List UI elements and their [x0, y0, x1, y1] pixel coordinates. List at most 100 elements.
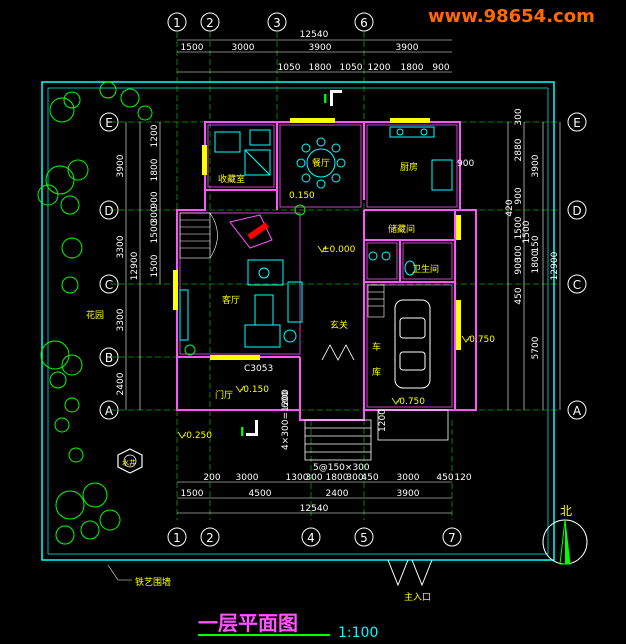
- dimension-text-bottom: 200 3000 1300 300 1800 300 450 3000 450 …: [181, 473, 472, 514]
- dim-left-in-6: 1500: [150, 254, 160, 277]
- grid-left-B: B: [105, 351, 113, 365]
- grid-bubbles-right: E D C A: [567, 112, 587, 420]
- dim-bot-3: 1300: [286, 473, 309, 483]
- foyer-doors: [321, 344, 355, 361]
- kitchen-counter: [389, 126, 453, 191]
- site-boundary-inner: [47, 87, 549, 555]
- dim-right-in-8: 1800: [531, 250, 541, 273]
- dim-bot2-4: 3900: [397, 489, 420, 499]
- dim-left-in-2: 1800: [150, 158, 160, 181]
- level-m0750b: -0.750: [396, 397, 425, 407]
- dim-top2-4: 1200: [368, 63, 391, 73]
- misc-steps-dim: 4×300=1200: [281, 389, 291, 450]
- level-triangles: [177, 245, 471, 439]
- room-garden: 花园: [86, 309, 104, 321]
- dim-left-3: 3300: [116, 308, 126, 331]
- dim-top2-5: 1800: [401, 63, 424, 73]
- dim-right-1: 3900: [531, 154, 541, 177]
- misc-labels: C3053 5@150×300 900 1200 4×300=1200 600: [244, 159, 474, 473]
- dim-left-2: 3300: [116, 235, 126, 258]
- dim-top-4: 3900: [396, 43, 419, 53]
- dimension-text-left: 3900 3300 3300 2400 12900 1200 1800 900 …: [116, 124, 160, 395]
- drawing-title: 一层平面图: [198, 611, 298, 635]
- dim-top-1: 1500: [181, 43, 204, 53]
- dim-right-in-10: 450: [514, 287, 524, 304]
- level-m0750: -0.750: [466, 335, 495, 345]
- dim-bot-total: 12540: [300, 504, 329, 514]
- dim-left-total: 12900: [130, 251, 140, 280]
- grid-left-E: E: [105, 116, 113, 130]
- level-labels: 0.150 ±0.000 -0.750 -0.750 -0.150 -0.250: [183, 191, 495, 441]
- grid-bubbles-bottom: 1 2 4 5 7: [167, 527, 462, 547]
- dim-bot-2: 3000: [236, 473, 259, 483]
- grid-top-2: 2: [206, 16, 214, 30]
- grid-bottom-4: 4: [307, 531, 315, 545]
- dim-right-total: 12900: [550, 251, 560, 280]
- windows: [173, 118, 461, 360]
- dim-top-total: 12540: [300, 30, 329, 40]
- dimension-lines: [125, 39, 561, 514]
- window-label: C3053: [244, 364, 273, 374]
- dim-top-3: 3900: [309, 43, 332, 53]
- dim-top2-6: 900: [432, 63, 449, 73]
- grid-right-A: A: [573, 404, 582, 418]
- room-garage-b: 库: [372, 366, 381, 378]
- room-well: 水井: [122, 458, 136, 467]
- north-label: 北: [560, 504, 572, 518]
- room-dining: 餐厅: [312, 157, 330, 169]
- misc-600: 600: [281, 391, 291, 408]
- level-m0250: -0.250: [183, 431, 212, 441]
- room-vestibule: 门厅: [215, 389, 233, 401]
- grid-bottom-2: 2: [206, 531, 214, 545]
- room-living: 客厅: [222, 294, 240, 306]
- room-laundry: 储藏间: [388, 223, 415, 235]
- dim-right-in-5: 1500: [514, 216, 524, 239]
- dim-right-in-9: 150: [531, 235, 541, 252]
- section-label-bottom: I: [240, 425, 244, 439]
- level-0000: ±0.000: [322, 245, 356, 255]
- dim-right-in-7: 900: [514, 257, 524, 274]
- dim-bot-6: 300: [346, 473, 363, 483]
- dim-left-in-3: 900: [150, 191, 160, 208]
- entrance-steps: [304, 419, 372, 461]
- dim-right-in-6: 300: [514, 245, 524, 262]
- living-furniture: [179, 259, 303, 348]
- dim-right-in-2: 2880: [514, 138, 524, 161]
- section-label-top: I: [323, 92, 327, 106]
- dimension-text-top: 12540 1500 3000 3900 3900 1050 1800 1050…: [181, 30, 450, 73]
- misc-1200: 1200: [378, 409, 388, 432]
- study-furniture: [214, 129, 271, 176]
- room-kitchen: 厨房: [400, 161, 418, 173]
- grid-top-3: 3: [273, 16, 281, 30]
- grid-left-C: C: [105, 278, 113, 292]
- grid-top-1: 1: [173, 16, 181, 30]
- well-icon: [117, 448, 143, 474]
- room-garage-a: 车: [372, 341, 381, 353]
- grid-bottom-5: 5: [360, 531, 368, 545]
- room-wc: 卫生间: [412, 263, 439, 275]
- dim-bot-5: 1800: [326, 473, 349, 483]
- watermark-text: www.98654.com: [428, 6, 595, 27]
- dim-bot2-1: 1500: [181, 489, 204, 499]
- dimension-text-right: 300 2880 900 420 1500 300 900 1800 150 4…: [505, 108, 560, 359]
- dim-bot2-2: 4500: [249, 489, 272, 499]
- dim-right-2: 5700: [531, 336, 541, 359]
- grid-top-6: 6: [360, 16, 368, 30]
- room-entrance: 主入口: [404, 591, 431, 603]
- grid-bottom-7: 7: [448, 531, 456, 545]
- dining-table: [296, 137, 346, 189]
- grid-bubbles-left: E D C B A: [99, 112, 119, 420]
- grid-right-C: C: [573, 278, 581, 292]
- dim-top2-1: 1050: [278, 63, 301, 73]
- room-study: 收藏室: [218, 173, 245, 185]
- dim-top2-2: 1800: [309, 63, 332, 73]
- grid-left-D: D: [104, 204, 113, 218]
- grid-left-A: A: [105, 404, 114, 418]
- dim-bot-7: 450: [361, 473, 378, 483]
- trees: [37, 81, 306, 545]
- room-foyer: 玄关: [330, 319, 348, 331]
- dim-right-mid-1: 1500: [522, 220, 532, 243]
- dim-left-1: 3900: [116, 154, 126, 177]
- walls-thin: [179, 124, 458, 408]
